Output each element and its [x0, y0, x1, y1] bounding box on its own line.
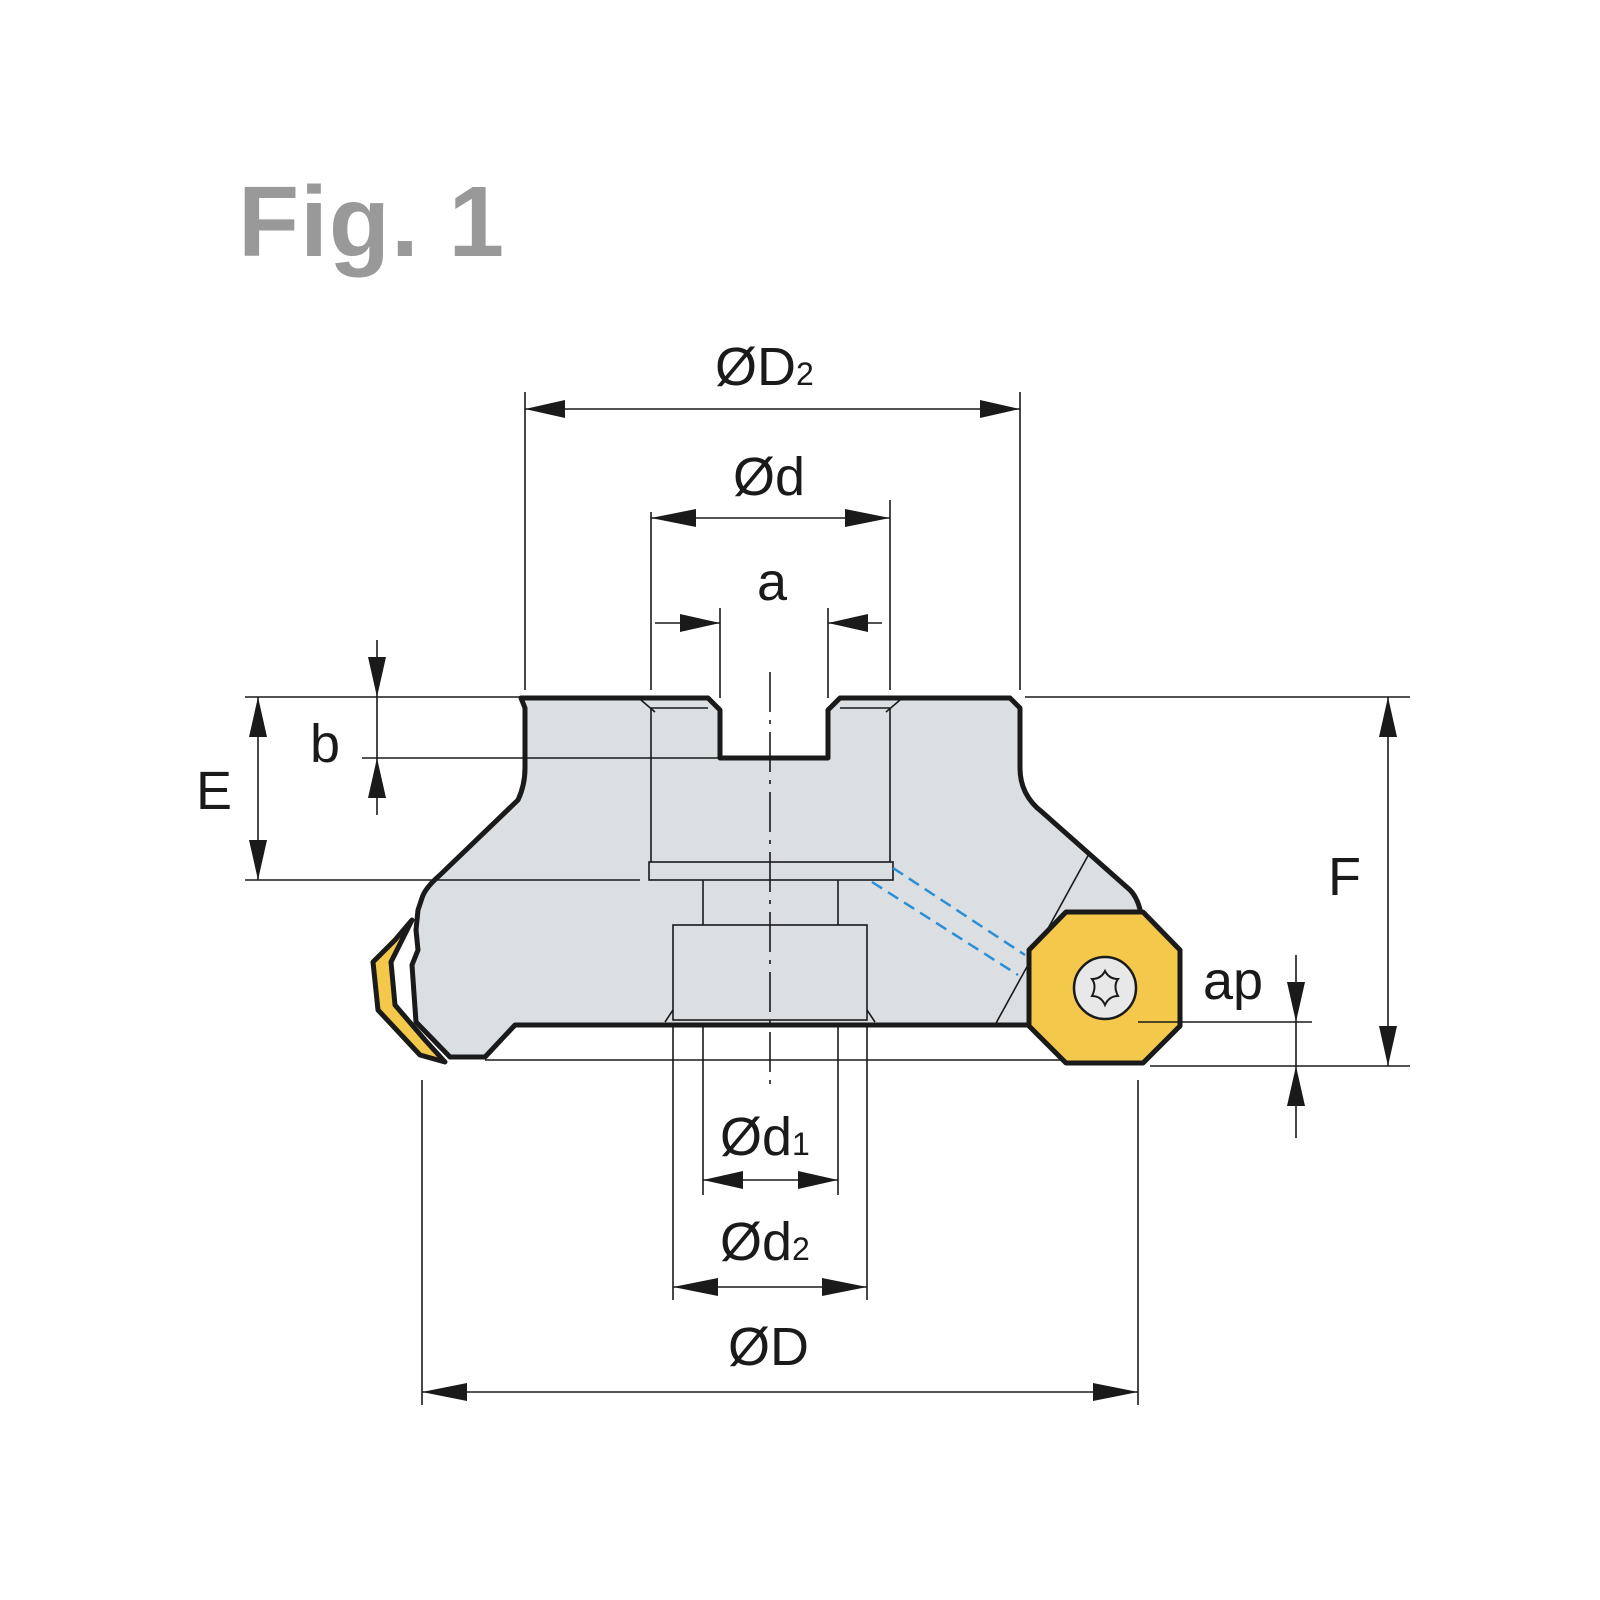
- insert-screw: [1072, 955, 1138, 1021]
- label-b: b: [310, 714, 340, 774]
- torx-icon: [1090, 968, 1120, 1008]
- label-a: a: [757, 552, 788, 612]
- coolant-channel: [871, 866, 1026, 977]
- label-ap: ap: [1203, 951, 1263, 1011]
- figure-title: Fig. 1: [238, 166, 506, 278]
- label-d2: Ød2: [720, 1212, 810, 1272]
- left-insert: [370, 917, 448, 1065]
- label-E: E: [196, 761, 232, 821]
- label-d1: Ød1: [720, 1107, 810, 1167]
- label-F: F: [1328, 847, 1361, 907]
- label-d: Ød: [733, 447, 805, 507]
- label-D2: ØD2: [715, 337, 814, 397]
- dimension-lines: [245, 392, 1410, 1405]
- label-D: ØD: [728, 1317, 809, 1377]
